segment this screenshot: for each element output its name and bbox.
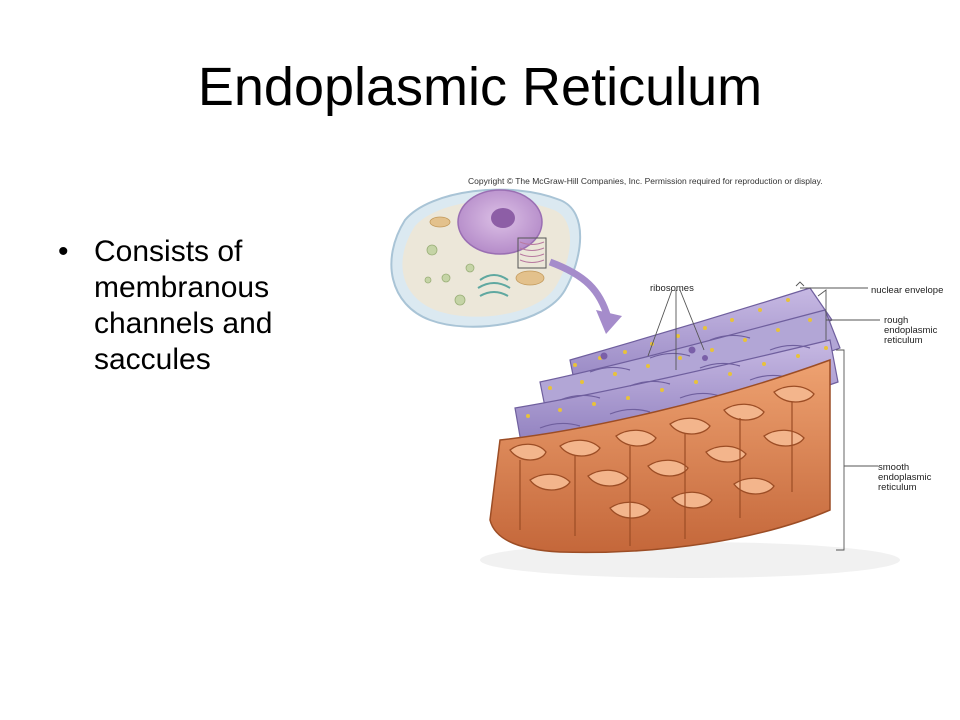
- label-nuclear-envelope: nuclear envelope: [871, 285, 944, 296]
- bullet-line: saccules: [94, 343, 211, 376]
- label-smooth-line: reticulum: [878, 482, 917, 493]
- bullet-list: • Consists of membranous channels and sa…: [52, 234, 342, 378]
- cell-inset: [390, 188, 582, 328]
- label-rough-line: rough: [884, 316, 909, 326]
- leader-lines: [647, 281, 880, 551]
- label-ribosomes: ribosomes: [650, 283, 694, 294]
- label-rough-line: reticulum: [884, 335, 923, 346]
- bullet-marker: •: [58, 235, 69, 268]
- label-smooth-er: smooth endoplasmic reticulum: [878, 463, 958, 493]
- label-rough-line: endoplasmic: [884, 325, 938, 336]
- copyright-notice: Copyright © The McGraw-Hill Companies, I…: [468, 176, 823, 186]
- label-smooth-line: endoplasmic: [878, 472, 932, 483]
- smooth-er: [489, 358, 831, 554]
- bullet-line: membranous: [94, 271, 270, 304]
- bullet-item: • Consists of membranous channels and sa…: [52, 234, 342, 378]
- er-illustration: [390, 188, 900, 578]
- magnify-arrow: [548, 258, 612, 320]
- bullet-line: Consists of: [94, 235, 243, 268]
- label-smooth-line: smooth: [878, 462, 910, 473]
- slide-title: Endoplasmic Reticulum: [197, 57, 763, 117]
- label-rough-er: rough endoplasmic reticulum: [884, 316, 954, 346]
- bullet-line: channels and: [94, 307, 273, 340]
- rough-er: [514, 287, 841, 449]
